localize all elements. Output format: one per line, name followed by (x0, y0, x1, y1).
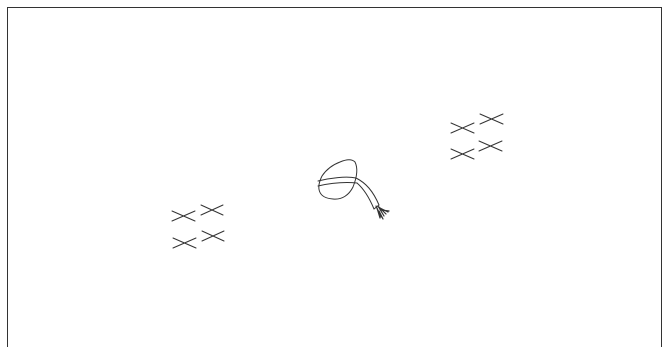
wire-strands (375, 205, 390, 220)
x-mark (171, 210, 196, 222)
diagram-frame (7, 7, 662, 347)
x-mark (479, 113, 504, 125)
right-x-mark-group (450, 113, 504, 160)
center-bracket-with-wires (317, 159, 390, 220)
left-x-mark-group (171, 204, 225, 249)
wire-top (355, 177, 380, 206)
x-mark (172, 237, 197, 249)
bracket-band-bottom (317, 182, 358, 187)
x-mark (478, 140, 503, 152)
wire-bottom (356, 182, 375, 210)
x-mark (200, 204, 224, 216)
bracket-outline (318, 159, 358, 200)
x-mark (201, 230, 225, 242)
bracket-band-top (317, 176, 357, 182)
x-mark (450, 122, 475, 134)
x-mark (450, 148, 475, 160)
